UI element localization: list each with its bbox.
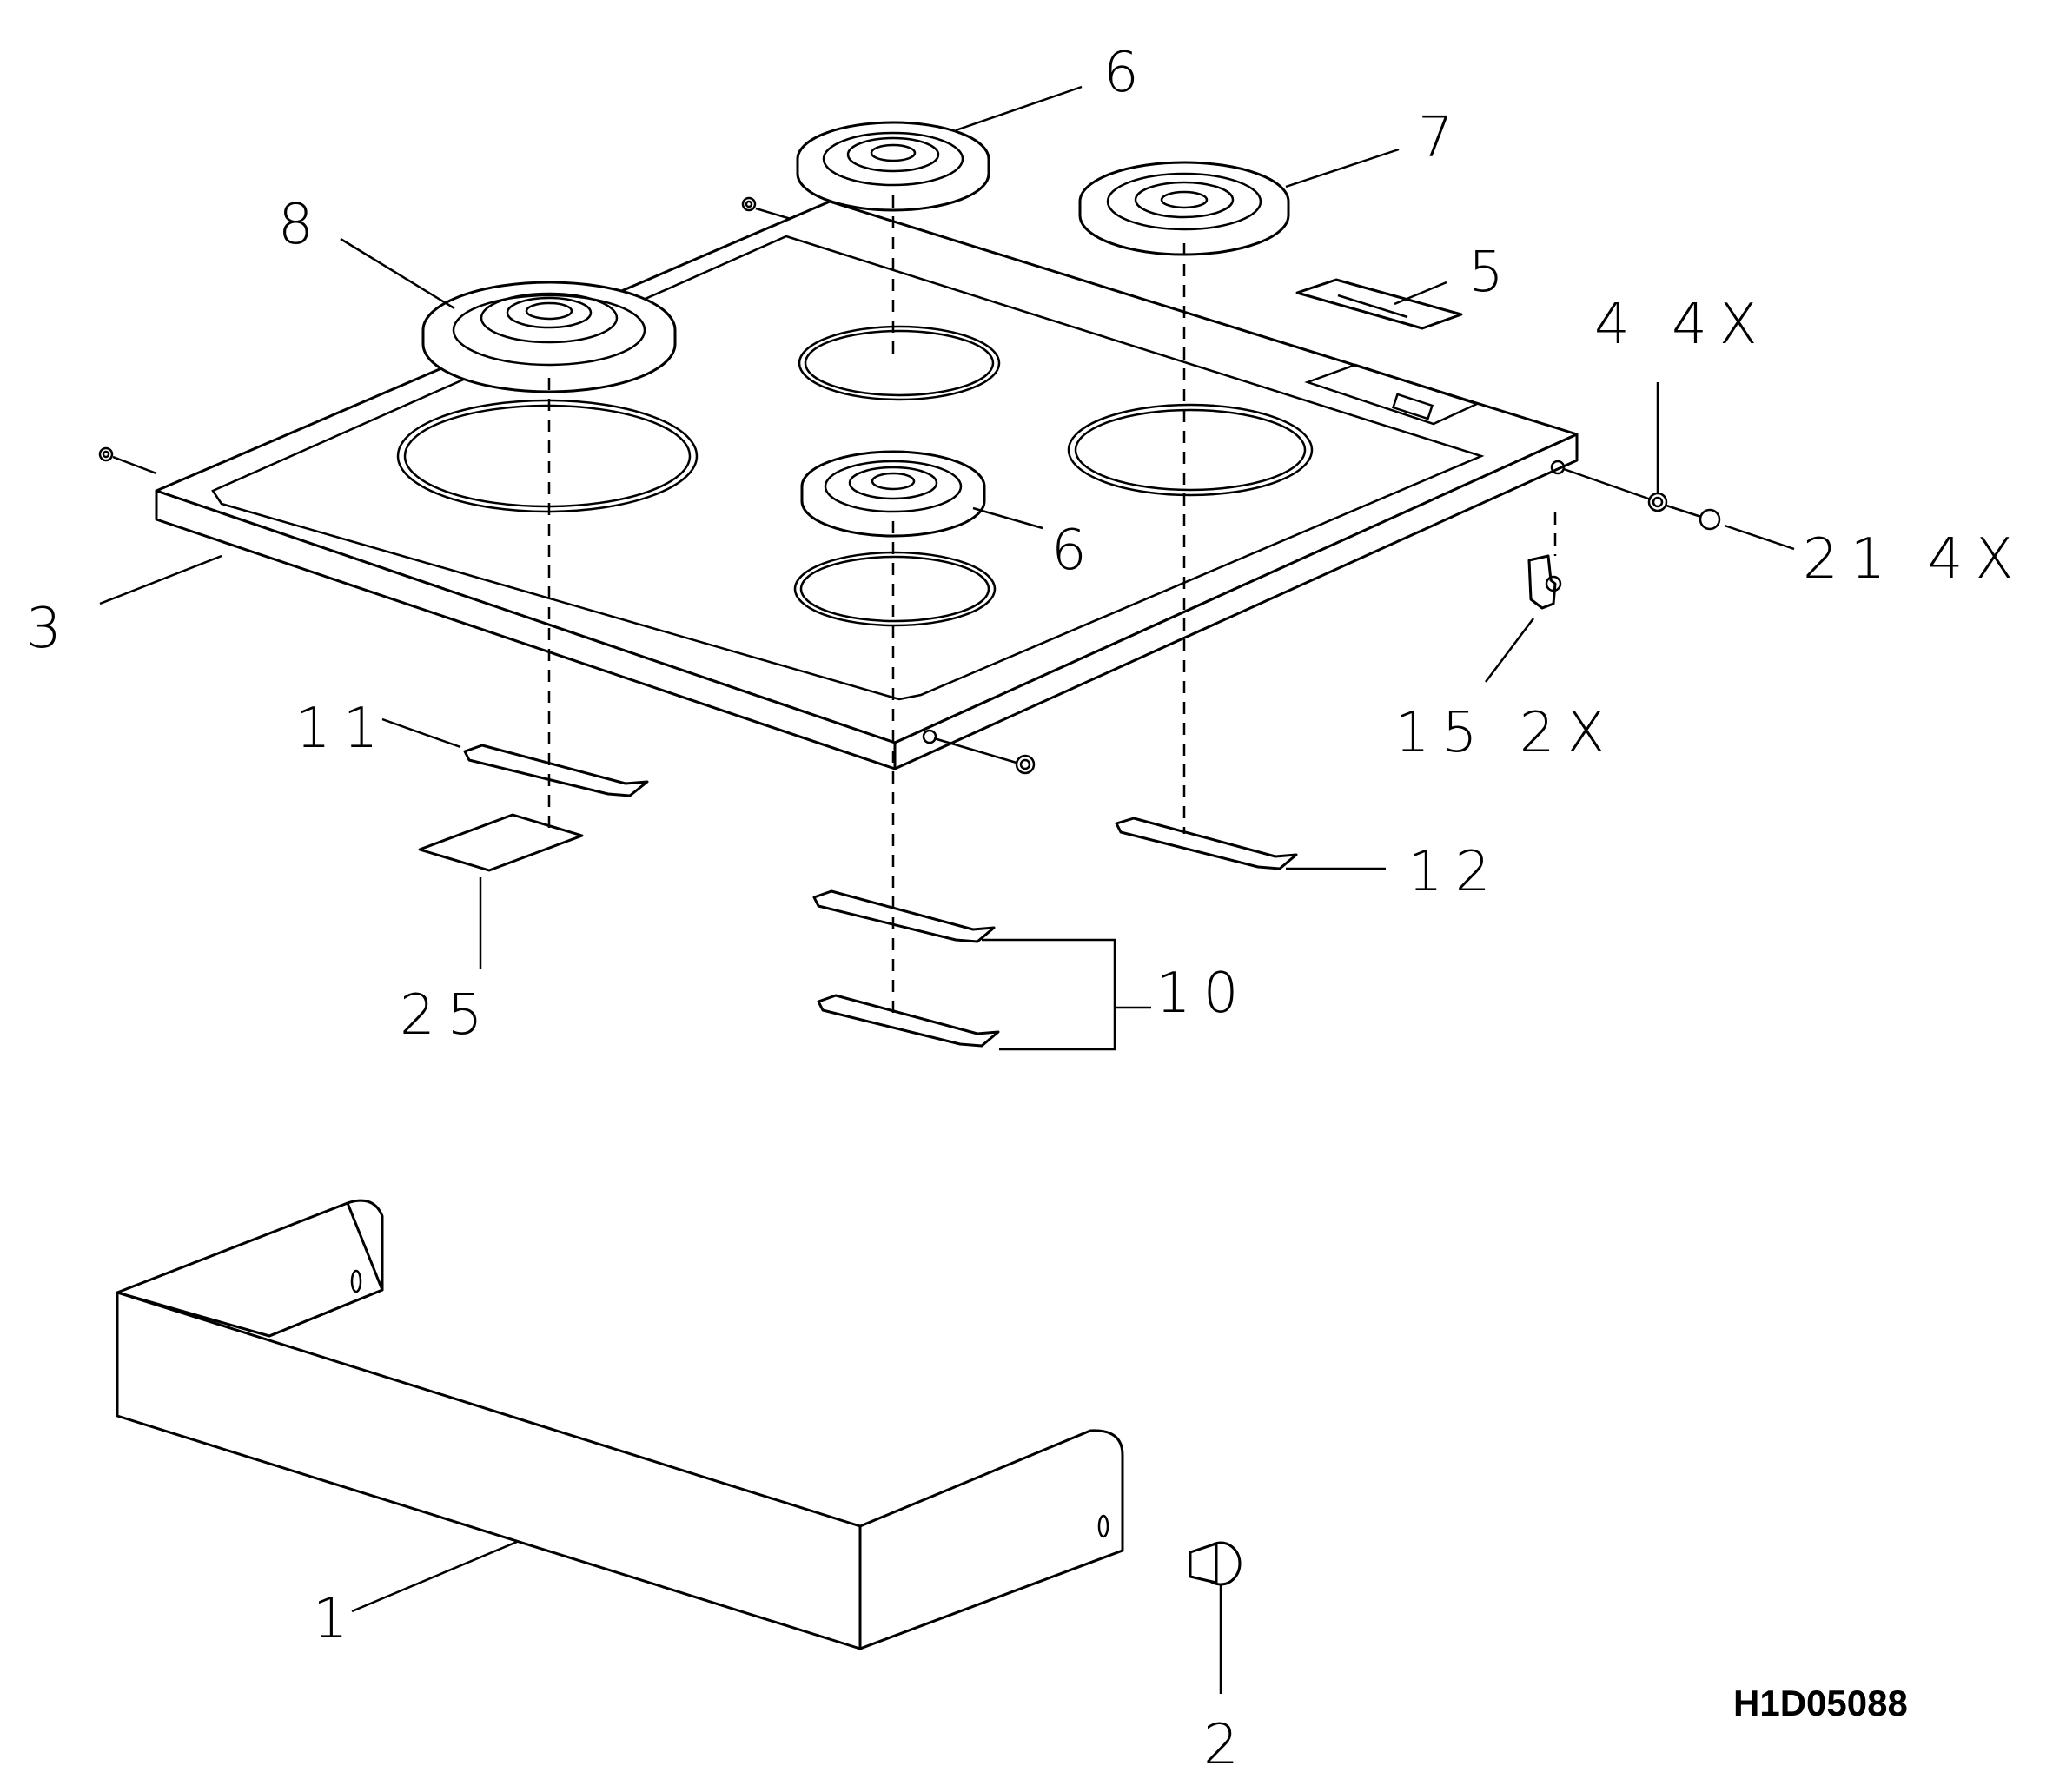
diagram-code: H1D05088 (1733, 1683, 1908, 1723)
callout-1: 1 (313, 1587, 361, 1651)
surface-element-8 (421, 281, 677, 393)
callout-6-rear: 6 (1103, 41, 1151, 105)
control-panel-insert-5 (1295, 278, 1463, 330)
end-cap-2 (1189, 1541, 1242, 1586)
element-bracket-10-lower (817, 994, 1000, 1048)
callout-labels: 6 7 8 5 4 4X 21 4X 6 3 11 15 2X 12 25 10… (26, 41, 2025, 1777)
callout-11: 11 (295, 697, 390, 761)
callout-6-front: 6 (1051, 519, 1099, 583)
element-bracket-10-upper (812, 889, 996, 943)
callout-8: 8 (278, 193, 326, 257)
callout-21: 21 4X (1803, 527, 2025, 592)
callout-3: 3 (26, 597, 74, 661)
bracket-15 (1527, 554, 1562, 610)
callout-4: 4 4X (1594, 293, 1770, 357)
callout-5: 5 (1468, 241, 1516, 305)
screws-and-washers (98, 196, 1721, 775)
callout-7: 7 (1418, 106, 1466, 170)
element-bracket-11 (463, 744, 649, 797)
surface-element-7 (1078, 161, 1290, 256)
surface-element-6-rear (796, 121, 990, 212)
insulation-pad-25 (418, 813, 584, 872)
burner-openings (396, 325, 1314, 627)
handle-rail (116, 1199, 1124, 1650)
leader-lines (99, 85, 1795, 1694)
callout-12: 12 (1407, 840, 1502, 904)
element-bracket-12 (1115, 817, 1298, 870)
callout-25: 25 (400, 983, 494, 1048)
callout-10: 10 (1156, 962, 1250, 1026)
callout-2: 2 (1203, 1713, 1251, 1777)
alignment-lines (547, 195, 1557, 1021)
callout-15: 15 2X (1394, 701, 1617, 765)
